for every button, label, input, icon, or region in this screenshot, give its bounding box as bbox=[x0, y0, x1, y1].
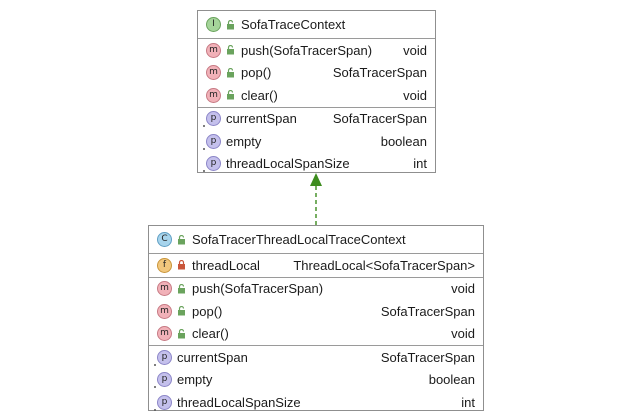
class-box-sofatracerthreadlocaltracecontext[interactable]: C SofaTracerThreadLocalTraceContext f th… bbox=[148, 225, 484, 411]
public-visibility-icon bbox=[178, 283, 185, 294]
method-type: void bbox=[403, 87, 427, 103]
property-row[interactable]: p empty boolean bbox=[198, 130, 435, 153]
interface-methods-section: m push(SofaTracerSpan) void m pop() Sofa… bbox=[198, 38, 435, 107]
interface-properties-section: p currentSpan SofaTracerSpan p empty boo… bbox=[198, 106, 435, 176]
property-accessor-dot bbox=[154, 363, 156, 366]
property-name: currentSpan bbox=[226, 111, 297, 127]
class-header: C SofaTracerThreadLocalTraceContext bbox=[149, 226, 483, 253]
property-name: currentSpan bbox=[177, 349, 248, 365]
public-visibility-icon bbox=[178, 234, 185, 244]
property-icon: p bbox=[206, 156, 221, 172]
method-type: void bbox=[451, 281, 475, 297]
method-row[interactable]: m pop() SofaTracerSpan bbox=[149, 300, 483, 323]
method-icon: m bbox=[157, 303, 172, 319]
property-accessor-dot bbox=[203, 170, 205, 172]
public-visibility-icon bbox=[227, 67, 234, 78]
property-accessor-dot bbox=[154, 386, 156, 388]
public-visibility-icon bbox=[227, 19, 234, 29]
method-name: push(SofaTracerSpan) bbox=[192, 281, 324, 297]
method-row[interactable]: m push(SofaTracerSpan) void bbox=[198, 39, 435, 62]
method-icon: m bbox=[157, 281, 172, 297]
method-type: SofaTracerSpan bbox=[332, 65, 427, 81]
property-icon: p bbox=[206, 133, 221, 149]
public-visibility-icon bbox=[227, 45, 234, 55]
property-name: threadLocalSpanSize bbox=[177, 394, 301, 410]
property-icon: p bbox=[157, 394, 172, 410]
method-row[interactable]: m clear() void bbox=[198, 84, 435, 107]
public-visibility-icon bbox=[178, 328, 185, 339]
property-icon: p bbox=[206, 111, 221, 127]
property-type: boolean bbox=[380, 133, 427, 149]
method-type: void bbox=[403, 42, 427, 58]
property-icon: p bbox=[157, 349, 172, 365]
method-icon: m bbox=[206, 87, 221, 103]
private-lock-icon bbox=[178, 260, 185, 270]
property-row[interactable]: p empty boolean bbox=[149, 369, 483, 392]
property-type: SofaTracerSpan bbox=[332, 111, 427, 127]
class-properties-section: p currentSpan SofaTracerSpan p empty boo… bbox=[149, 345, 483, 414]
method-row[interactable]: m push(SofaTracerSpan) void bbox=[149, 278, 483, 301]
method-icon: m bbox=[157, 326, 172, 342]
interface-kind-icon: I bbox=[206, 17, 221, 32]
interface-header: I SofaTraceContext bbox=[198, 11, 435, 38]
class-kind-icon: C bbox=[157, 232, 172, 247]
method-icon: m bbox=[206, 65, 221, 81]
method-type: void bbox=[451, 326, 475, 342]
property-type: int bbox=[413, 156, 427, 172]
property-type: boolean bbox=[428, 372, 475, 388]
property-row[interactable]: p threadLocalSpanSize int bbox=[149, 391, 483, 414]
method-name: pop() bbox=[241, 65, 272, 81]
property-row[interactable]: p threadLocalSpanSize int bbox=[198, 153, 435, 176]
interface-box-sofatracecontext[interactable]: I SofaTraceContext m push(SofaTracerSpan… bbox=[197, 10, 436, 173]
property-name: empty bbox=[226, 133, 262, 149]
property-type: SofaTracerSpan bbox=[380, 349, 475, 365]
property-type: int bbox=[461, 394, 475, 410]
property-row[interactable]: p currentSpan SofaTracerSpan bbox=[149, 346, 483, 369]
method-name: clear() bbox=[192, 326, 229, 342]
field-icon: f bbox=[157, 257, 172, 273]
method-row[interactable]: m pop() SofaTracerSpan bbox=[198, 62, 435, 85]
property-row[interactable]: p currentSpan SofaTracerSpan bbox=[198, 108, 435, 131]
class-fields-section: f threadLocal ThreadLocal<SofaTracerSpan… bbox=[149, 253, 483, 277]
property-accessor-dot bbox=[154, 408, 156, 411]
public-visibility-icon bbox=[178, 306, 185, 316]
property-icon: p bbox=[157, 372, 172, 388]
field-name: threadLocal bbox=[192, 257, 260, 273]
implements-arrow-head bbox=[310, 173, 322, 186]
property-name: empty bbox=[177, 372, 213, 388]
method-type: SofaTracerSpan bbox=[380, 303, 475, 319]
property-accessor-dot bbox=[203, 125, 205, 127]
field-row[interactable]: f threadLocal ThreadLocal<SofaTracerSpan… bbox=[149, 254, 483, 277]
method-name: push(SofaTracerSpan) bbox=[241, 42, 373, 58]
public-visibility-icon bbox=[227, 90, 234, 100]
interface-name: SofaTraceContext bbox=[241, 17, 346, 32]
class-methods-section: m push(SofaTracerSpan) void m pop() Sofa… bbox=[149, 276, 483, 346]
property-accessor-dot bbox=[203, 147, 205, 150]
class-name: SofaTracerThreadLocalTraceContext bbox=[192, 232, 406, 247]
method-name: clear() bbox=[241, 87, 278, 103]
property-name: threadLocalSpanSize bbox=[226, 156, 350, 172]
method-icon: m bbox=[206, 42, 221, 58]
method-name: pop() bbox=[192, 303, 223, 319]
method-row[interactable]: m clear() void bbox=[149, 323, 483, 346]
field-type: ThreadLocal<SofaTracerSpan> bbox=[293, 257, 475, 273]
